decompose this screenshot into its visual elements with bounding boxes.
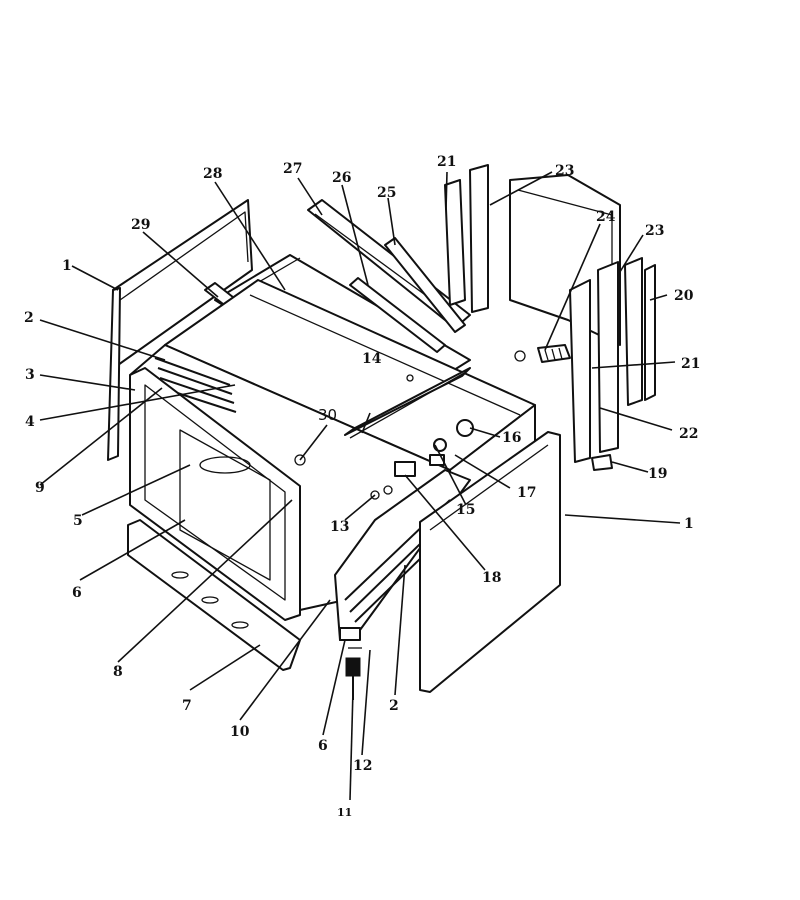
callout-7: 7 [182, 698, 192, 714]
callout-13: 13 [330, 519, 349, 535]
leader-lines [39, 171, 681, 801]
callout-16: 16 [502, 430, 521, 446]
callout-2-bottom: 2 [389, 698, 399, 714]
callout-21-top: 21 [437, 154, 456, 170]
left-side-panel [107, 199, 253, 461]
callout-1-left: 1 [62, 258, 72, 274]
side-upright-right [569, 257, 643, 463]
callout-11: 11 [337, 806, 352, 819]
callout-12: 12 [353, 758, 372, 774]
callout-4: 4 [25, 414, 35, 430]
callout-22: 22 [679, 426, 698, 442]
callout-3: 3 [25, 367, 35, 383]
callout-6-left: 6 [72, 585, 82, 601]
vent-channel [349, 277, 446, 353]
callout-24: 24 [596, 209, 616, 225]
callout-17: 17 [517, 485, 536, 501]
callout-labels: 1 1 2 2 3 4 5 6 6 7 8 9 10 11 12 13 14 1… [24, 154, 700, 819]
rear-burner [537, 344, 571, 363]
kick-panel [127, 519, 301, 671]
oven-cavity-window [179, 429, 271, 581]
right-side-panel [419, 431, 561, 693]
callout-21-right: 21 [681, 356, 700, 372]
callout-27: 27 [283, 161, 302, 177]
callout-15: 15 [456, 502, 475, 518]
burner-valve [394, 419, 474, 477]
callout-20: 20 [674, 288, 694, 304]
callout-23-right: 23 [645, 223, 664, 239]
callout-25: 25 [377, 185, 396, 201]
foot-pad [591, 454, 613, 471]
callout-5: 5 [73, 513, 83, 529]
callout-2-left: 2 [24, 310, 34, 326]
callout-19: 19 [648, 466, 667, 482]
callout-18: 18 [482, 570, 501, 586]
callout-26: 26 [332, 170, 351, 186]
leveling-leg [345, 647, 362, 700]
rear-upright-left [444, 164, 489, 313]
callout-29: 29 [131, 217, 150, 233]
callout-1-right: 1 [684, 516, 694, 532]
callout-28: 28 [203, 166, 222, 182]
callout-9: 9 [35, 480, 45, 496]
callout-14: 14 [362, 351, 382, 367]
door-frame [129, 367, 301, 621]
callout-6-bottom: 6 [318, 738, 328, 754]
callout-10: 10 [230, 724, 250, 740]
side-trim [344, 367, 471, 439]
rear-strip [384, 237, 466, 333]
callout-23-top: 23 [555, 163, 574, 179]
side-bracket [644, 264, 656, 401]
callout-30: 30 [318, 406, 337, 424]
callout-8: 8 [113, 664, 123, 680]
